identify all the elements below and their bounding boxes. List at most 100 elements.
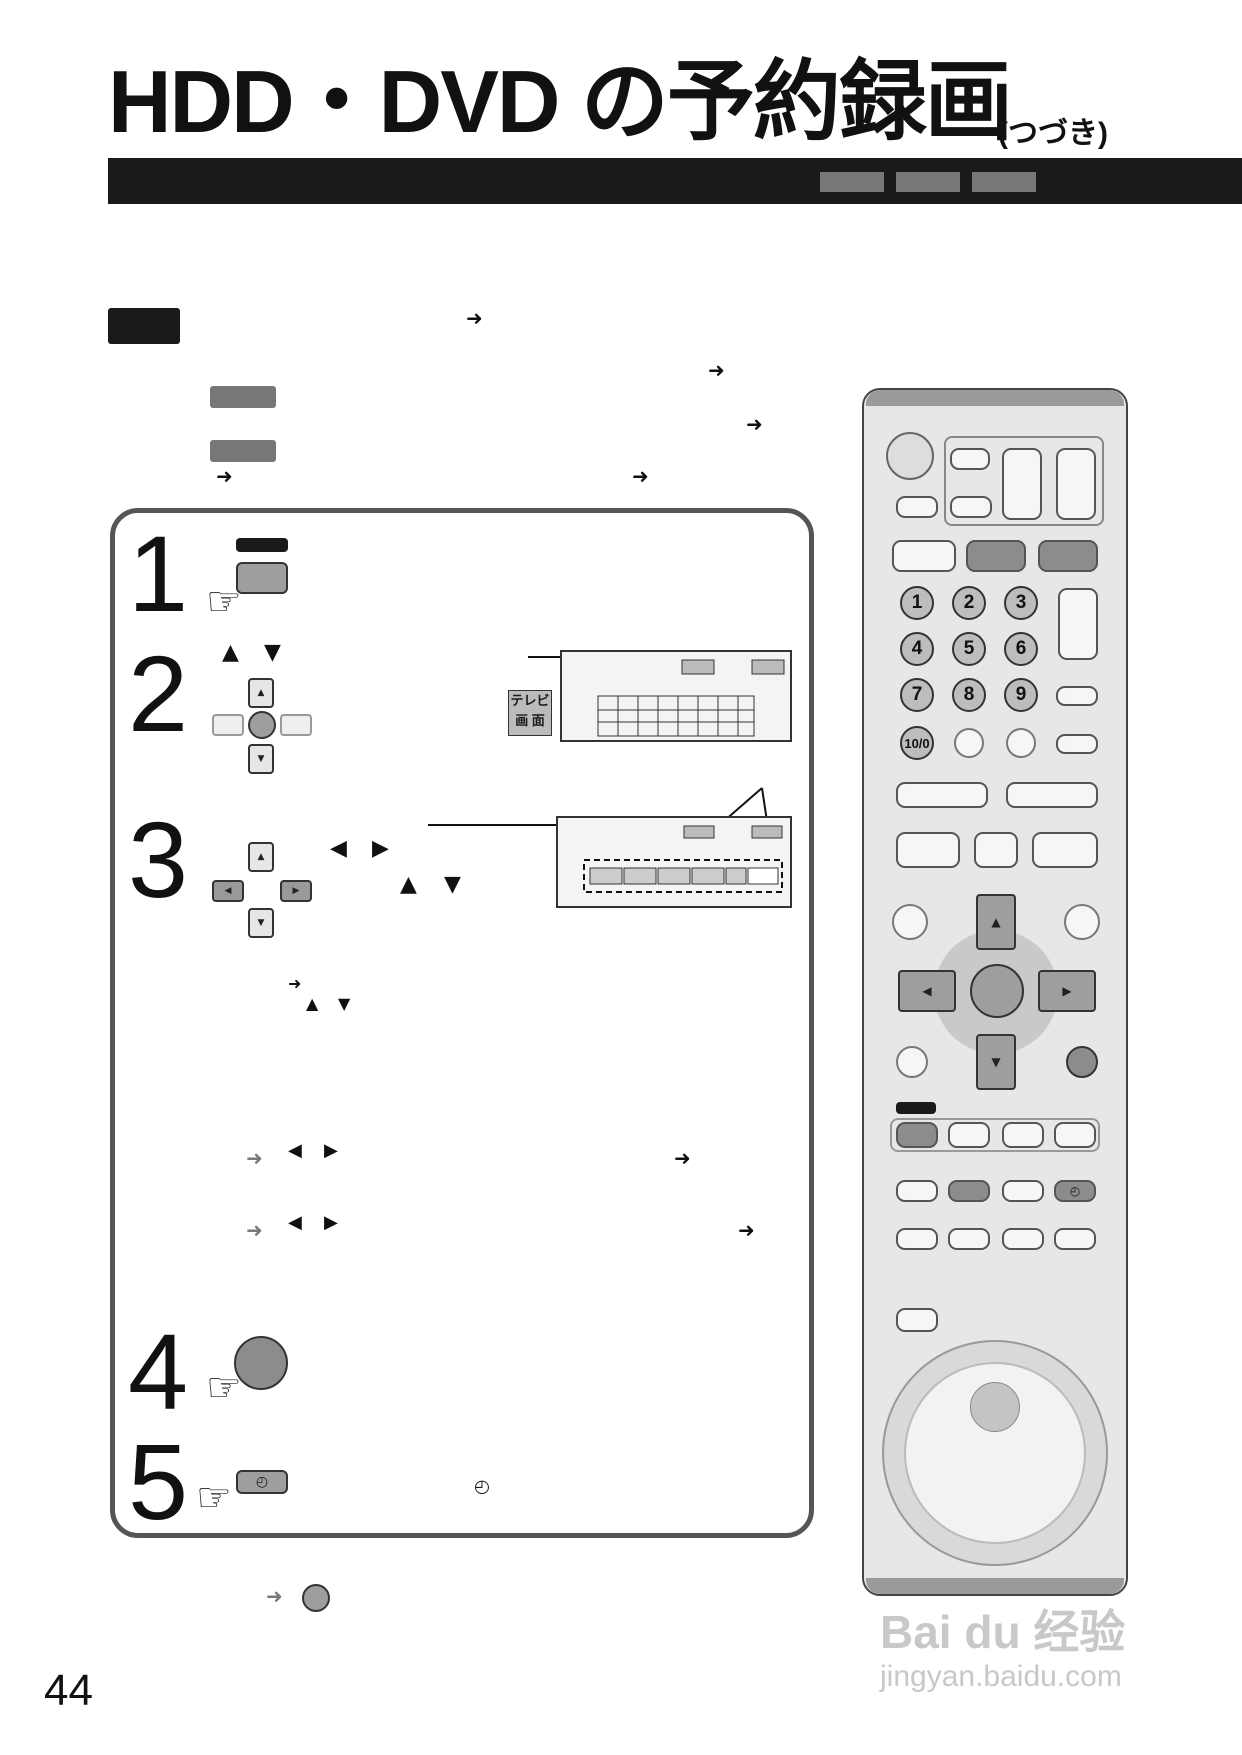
rocker-button[interactable] (1006, 782, 1098, 808)
right-triangle-icon: ▶ (372, 836, 389, 861)
remote-button[interactable] (950, 496, 992, 518)
function-button[interactable] (1054, 1122, 1096, 1148)
drive-button[interactable] (1056, 448, 1096, 520)
dpad-up-button[interactable]: ▲ (248, 842, 274, 872)
pointing-hand-icon: ☞ (196, 1475, 232, 1521)
enter-button[interactable] (234, 1336, 288, 1390)
remote-button[interactable] (896, 1180, 938, 1202)
number-key-4[interactable]: 4 (900, 632, 934, 666)
arrow-right-icon: ➜ (466, 306, 483, 330)
remote-button[interactable] (974, 832, 1018, 868)
remote-bottom-edge (866, 1578, 1124, 1594)
remote-button[interactable] (1064, 904, 1100, 940)
number-key-9[interactable]: 9 (1004, 678, 1038, 712)
remote-button[interactable] (892, 540, 956, 572)
remote-button[interactable] (966, 540, 1026, 572)
remote-button[interactable] (1002, 1228, 1044, 1250)
arrow-right-icon: ➜ (674, 1146, 691, 1170)
drive-button[interactable] (950, 448, 990, 470)
number-key-6[interactable]: 6 (1004, 632, 1038, 666)
remote-button[interactable] (948, 1180, 990, 1202)
number-key-5[interactable]: 5 (952, 632, 986, 666)
function-button[interactable] (1002, 1122, 1044, 1148)
arrow-right-icon: ➜ (708, 358, 725, 382)
dpad-down-button[interactable]: ▼ (248, 908, 274, 938)
dpad-left-button[interactable] (212, 714, 244, 736)
channel-button[interactable] (1058, 588, 1098, 660)
watermark-url: jingyan.baidu.com (880, 1660, 1122, 1693)
step-number: 2 (128, 633, 189, 754)
function-button[interactable] (896, 1122, 938, 1148)
remote-button[interactable] (896, 1308, 938, 1332)
header-tab (820, 172, 884, 192)
jog-dial-knob[interactable] (970, 1382, 1020, 1432)
remote-left-button[interactable]: ◀ (898, 970, 956, 1012)
dpad-right-button[interactable] (280, 714, 312, 736)
remote-button[interactable] (1038, 540, 1098, 572)
remote-button[interactable] (1066, 1046, 1098, 1078)
dpad-enter-button[interactable] (248, 711, 276, 739)
dpad-left-button[interactable]: ◀ (212, 880, 244, 902)
function-button-group (890, 1118, 1100, 1152)
left-triangle-icon: ◀ (288, 1212, 302, 1233)
remote-button[interactable] (896, 1228, 938, 1250)
timer-clock-icon: ◴ (474, 1476, 490, 1497)
callout-line (428, 824, 680, 826)
remote-button[interactable] (954, 728, 984, 758)
remote-right-button[interactable]: ▶ (1038, 970, 1096, 1012)
left-triangle-icon: ◀ (288, 1140, 302, 1161)
remote-button[interactable] (948, 1228, 990, 1250)
pointing-hand-icon: ☞ (206, 1365, 242, 1411)
page-number: 44 (44, 1666, 93, 1715)
remote-up-button[interactable]: ▲ (976, 894, 1016, 950)
down-triangle-icon: ▼ (264, 640, 281, 665)
dpad-right-button[interactable]: ▶ (280, 880, 312, 902)
down-triangle-icon: ▼ (338, 994, 351, 1013)
dpad-up-button[interactable]: ▲ (248, 678, 274, 708)
number-key-3[interactable]: 3 (1004, 586, 1038, 620)
round-button-icon (302, 1584, 330, 1612)
arrow-right-icon: ➜ (632, 464, 649, 488)
note-tag-gray (210, 440, 276, 462)
page-title: HDD・DVD の予約録画 (108, 52, 1013, 151)
remote-button[interactable] (896, 496, 938, 518)
remote-button[interactable] (896, 1046, 928, 1078)
note-tag-gray (210, 386, 276, 408)
step-number: 3 (128, 799, 189, 920)
remote-button[interactable] (1002, 1180, 1044, 1202)
function-button[interactable] (948, 1122, 990, 1148)
number-key-1[interactable]: 1 (900, 586, 934, 620)
remote-top-edge (866, 390, 1124, 406)
drive-select-group (944, 436, 1104, 526)
remote-button[interactable] (1056, 686, 1098, 706)
number-key-2[interactable]: 2 (952, 586, 986, 620)
rocker-button[interactable] (896, 782, 988, 808)
remote-button[interactable] (1056, 734, 1098, 754)
remote-button[interactable] (892, 904, 928, 940)
arrow-right-icon: ➜ (738, 1218, 755, 1242)
timer-button[interactable]: ◴ (1054, 1180, 1096, 1202)
number-key-7[interactable]: 7 (900, 678, 934, 712)
remote-button[interactable] (896, 832, 960, 868)
dpad-down-button[interactable]: ▼ (248, 744, 274, 774)
tv-label-line1: テレビ (510, 693, 550, 708)
timer-button[interactable]: ◴ (236, 1470, 288, 1494)
step-number: 1 (128, 513, 189, 634)
number-key-10[interactable]: 10/0 (900, 726, 934, 760)
arrow-right-icon: ➜ (246, 1146, 263, 1170)
power-button[interactable] (886, 432, 934, 480)
left-triangle-icon: ◀ (330, 836, 347, 861)
remote-button[interactable] (1006, 728, 1036, 758)
step-number: 5 (128, 1421, 189, 1542)
timer-setting-screen (556, 816, 792, 908)
number-key-8[interactable]: 8 (952, 678, 986, 712)
menu-button[interactable] (236, 562, 288, 594)
arrow-right-icon: ➜ (246, 1218, 263, 1242)
screen-timer-grid (583, 825, 783, 893)
remote-down-button[interactable]: ▼ (976, 1034, 1016, 1090)
drive-button[interactable] (1002, 448, 1042, 520)
tv-screen-badge: テレビ 画 面 (508, 690, 552, 736)
remote-button[interactable] (1032, 832, 1098, 868)
remote-button[interactable] (1054, 1228, 1096, 1250)
remote-enter-button[interactable] (970, 964, 1024, 1018)
